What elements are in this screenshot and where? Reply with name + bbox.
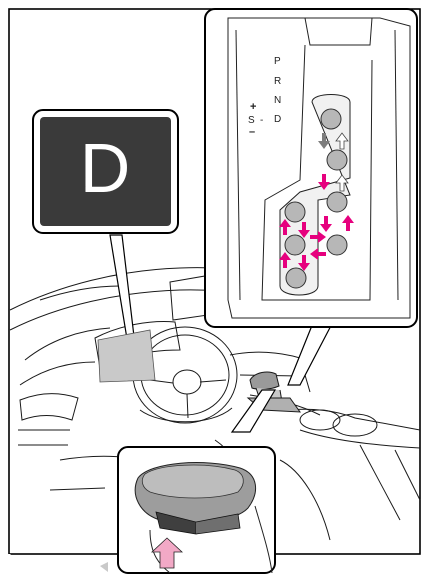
gate-dot-d [327, 235, 347, 255]
gate-label-n: N [274, 95, 281, 106]
gate-label-s: S [248, 115, 255, 126]
gate-dot-n [327, 192, 347, 212]
gate-label-d: D [274, 114, 281, 125]
gate-dot-s-minus [286, 268, 306, 288]
gate-dot-p [321, 109, 341, 129]
gear-indicator-letter: D [80, 129, 131, 207]
corner-mark [100, 562, 108, 572]
gate-label-plus: + [250, 101, 256, 113]
gate-dot-s [285, 235, 305, 255]
gate-label-dash: - [260, 115, 263, 126]
gate-label-minus: – [249, 126, 255, 138]
gate-dot-r [327, 150, 347, 170]
gate-dot-s-plus [285, 202, 305, 222]
gate-label-r: R [274, 76, 281, 87]
callout-shift-button [118, 390, 275, 573]
callout-shift-gate: P R N D + S - – [205, 9, 417, 385]
gate-label-p: P [274, 56, 281, 67]
